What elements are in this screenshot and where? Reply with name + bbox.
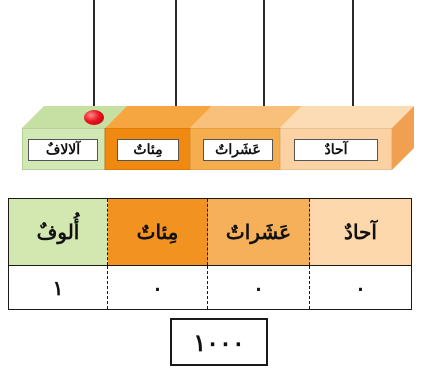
- digit-thousands: ١: [8, 265, 108, 310]
- result-number-box: ١٠٠٠: [170, 318, 268, 366]
- digit-ones: ٠: [309, 265, 412, 310]
- base-top-hundreds: [105, 106, 212, 128]
- header-hundreds: مِئاتٌ: [107, 198, 208, 266]
- abacus-rod-ones: [352, 0, 354, 118]
- digit-row: ١ ٠ ٠ ٠: [8, 265, 412, 310]
- abacus-base-side: [392, 106, 414, 170]
- digit-hundreds: ٠: [107, 265, 208, 310]
- abacus-rod-hundreds: [175, 0, 177, 118]
- abacus-label-ones: آحادٌ: [294, 139, 378, 161]
- abacus-rod-thousands: [93, 0, 95, 118]
- abacus-base: آلالافٌ مِئاتٌ عَشَراتٌ آحادٌ: [22, 106, 414, 170]
- abacus-rod-tens: [263, 0, 265, 118]
- header-tens: عَشَراتٌ: [207, 198, 310, 266]
- digit-tens: ٠: [207, 265, 310, 310]
- base-top-ones: [280, 106, 414, 128]
- base-side: [392, 106, 414, 170]
- place-value-table: أُلوفٌ مِئاتٌ عَشَراتٌ آحادٌ ١ ٠ ٠ ٠: [8, 198, 412, 310]
- abacus-bead-thousands: [84, 110, 104, 125]
- abacus-label-hundreds: مِئاتٌ: [117, 139, 179, 161]
- abacus-label-tens: عَشَراتٌ: [203, 139, 273, 161]
- base-top-tens: [190, 106, 302, 128]
- abacus-base-top: [22, 106, 414, 128]
- header-ones: آحادٌ: [309, 198, 412, 266]
- header-row: أُلوفٌ مِئاتٌ عَشَراتٌ آحادٌ: [8, 198, 412, 266]
- header-thousands: أُلوفٌ: [8, 198, 108, 266]
- abacus-label-thousands: آلالافٌ: [28, 139, 98, 161]
